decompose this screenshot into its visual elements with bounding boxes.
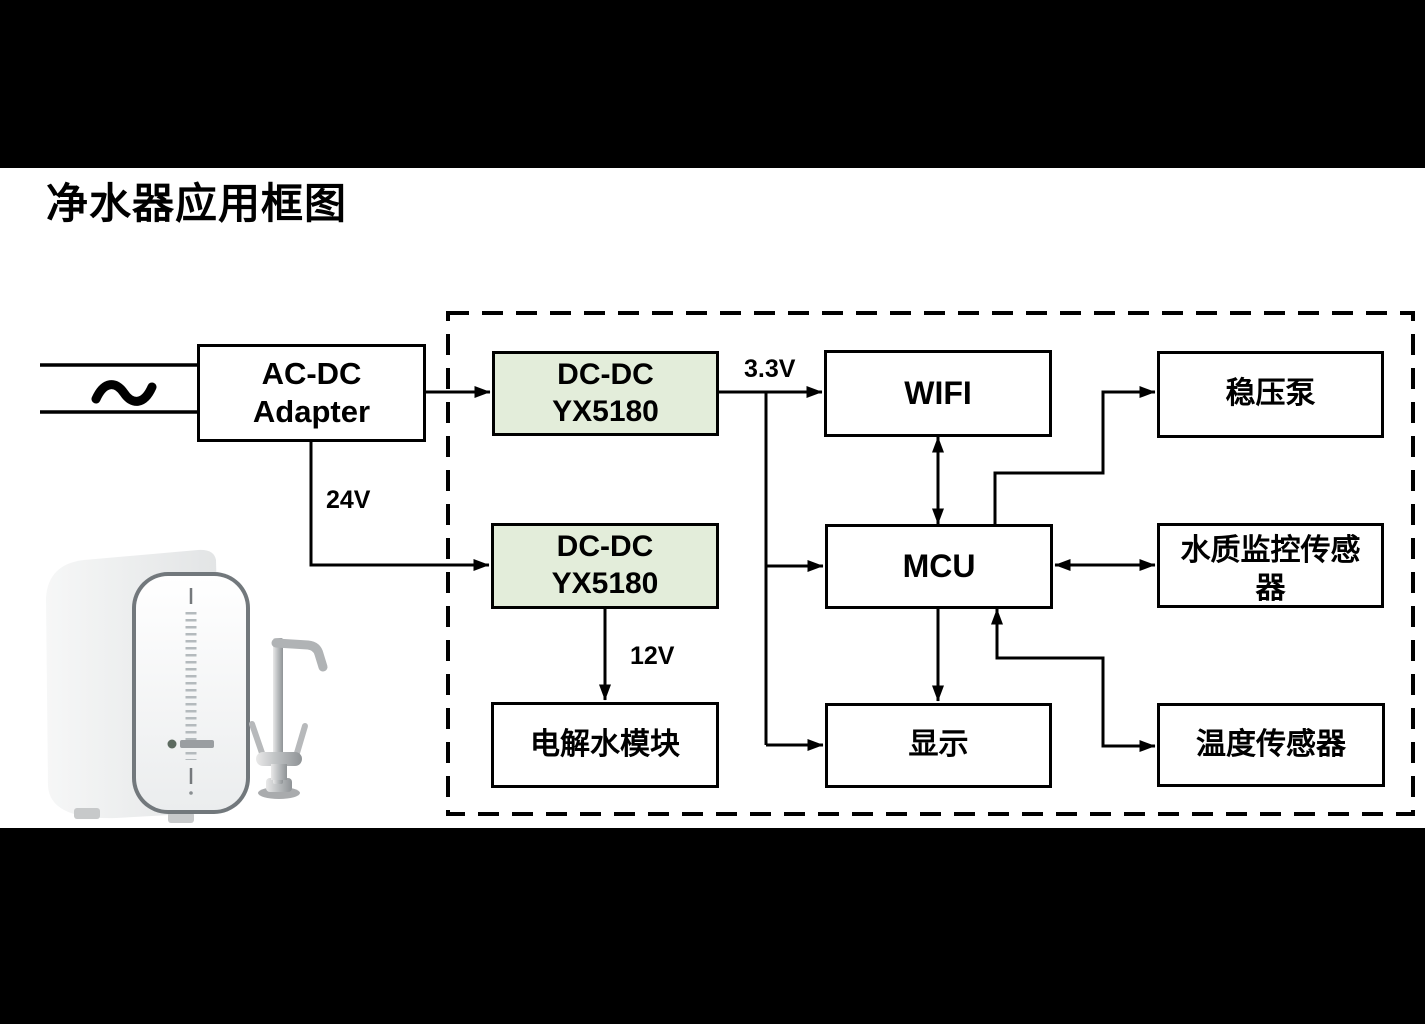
block-dcdc-top-label2: YX5180 [552, 394, 659, 428]
purifier-foot-right [168, 812, 194, 823]
block-ac-dc-adapter: AC-DC Adapter [197, 344, 426, 442]
wire-acdc-to-dcdc-bottom-24v [309, 442, 490, 571]
block-temperature-label: 温度传感器 [1196, 727, 1346, 761]
block-water-quality-label: 水质监控传感器 [1180, 534, 1361, 605]
block-electrolyzed-water-module: 电解水模块 [491, 702, 719, 788]
block-temperature-sensor: 温度传感器 [1157, 703, 1385, 787]
block-ac-dc-adapter-label1: AC-DC [261, 356, 362, 392]
block-mcu-label: MCU [902, 547, 976, 584]
faucet-base-collar [266, 778, 292, 792]
purifier-brand-logo-icon [167, 739, 177, 749]
block-display-label: 显示 [908, 728, 969, 762]
purifier-front-panel [136, 576, 246, 810]
block-dcdc-bottom-label2: YX5180 [551, 567, 659, 600]
block-water-quality-sensor: 水质监控传感器 [1157, 523, 1384, 608]
block-pressure-pump: 稳压泵 [1157, 351, 1384, 438]
block-electrolysis-label: 电解水模块 [530, 727, 680, 761]
diagram-wire-layer [40, 311, 1415, 823]
faucet-riser-tube [273, 638, 283, 784]
faucet-left-lever [249, 721, 265, 756]
block-dcdc-yx5180-top: DC-DC YX5180 [492, 351, 719, 436]
wire-label-12v: 12V [630, 642, 675, 670]
block-pump-label: 稳压泵 [1225, 377, 1316, 411]
block-dcdc-bottom-label1: DC-DC [556, 530, 654, 564]
module-boundary-dashed-box [446, 311, 1415, 816]
block-dcdc-top-label1: DC-DC [557, 357, 654, 391]
wire-mcu-to-pump [993, 386, 1156, 524]
wire-label-24v: 24V [326, 486, 371, 514]
page-title: 净水器应用框图 [46, 180, 348, 227]
purifier-brand-wordmark [180, 740, 214, 748]
ac-sine-symbol-icon [91, 380, 157, 406]
wire-mcu-temperature-bidirectional [991, 608, 1156, 752]
purifier-foot-left [74, 808, 100, 819]
wire-label-3v3: 3.3V [744, 355, 796, 383]
faucet-neck [271, 764, 287, 780]
slide-canvas: 净水器应用框图 [0, 168, 1425, 828]
product-image-faucet [249, 638, 328, 799]
block-display: 显示 [825, 703, 1052, 788]
product-image-water-purifier [46, 549, 250, 823]
block-dcdc-yx5180-bottom: DC-DC YX5180 [491, 523, 719, 609]
faucet-valve-body [256, 752, 302, 766]
purifier-indicator-dot [189, 791, 193, 795]
block-mcu: MCU [825, 524, 1053, 609]
faucet-right-lever [294, 723, 308, 756]
block-ac-dc-adapter-label2: Adapter [252, 394, 371, 429]
block-wifi-label: WIFI [904, 374, 972, 411]
block-wifi: WIFI [824, 350, 1052, 437]
faucet-spout-arm [271, 638, 328, 672]
